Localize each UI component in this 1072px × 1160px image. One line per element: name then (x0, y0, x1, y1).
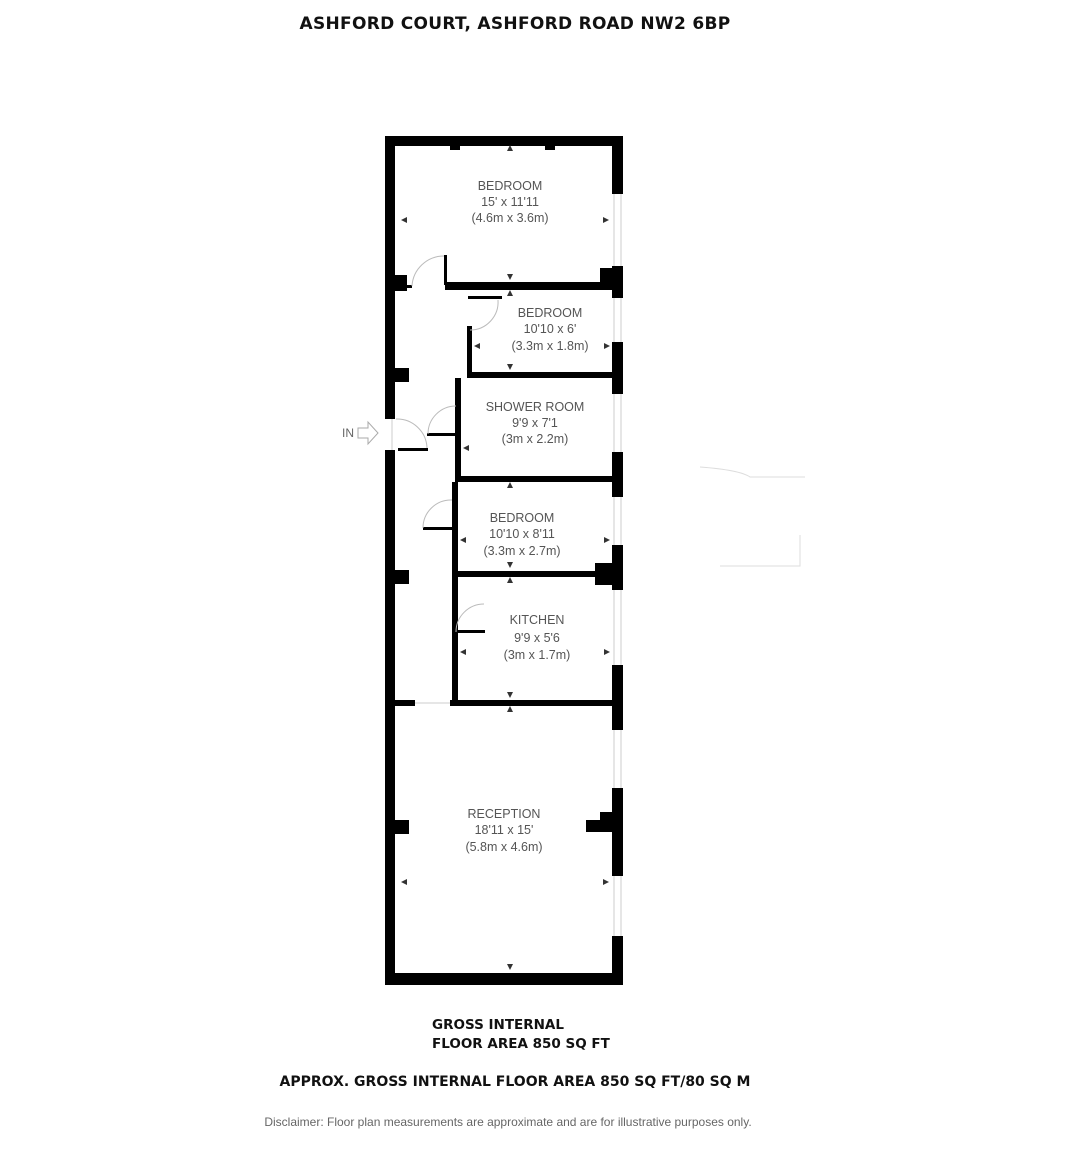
interior-walls (395, 255, 612, 706)
room-shower-room: SHOWER ROOM 9'9 x 7'1 (3m x 2.2m) (486, 400, 585, 446)
room-bedroom-1: BEDROOM 15' x 11'11 (4.6m x 3.6m) (471, 179, 548, 225)
property-address-title: ASHFORD COURT, ASHFORD ROAD NW2 6BP (299, 14, 731, 34)
room-name: SHOWER ROOM (486, 400, 585, 414)
outer-walls (385, 136, 623, 985)
gross-area-line-2: FLOOR AREA 850 SQ FT (432, 1036, 610, 1052)
gross-area-line-1: GROSS INTERNAL (432, 1017, 564, 1033)
room-name: BEDROOM (518, 306, 583, 320)
room-size-imperial: 10'10 x 6' (524, 322, 577, 336)
room-size-metric: (3m x 1.7m) (504, 648, 571, 662)
room-size-imperial: 9'9 x 5'6 (514, 631, 560, 645)
room-name: KITCHEN (510, 613, 565, 627)
room-size-metric: (5.8m x 4.6m) (465, 840, 542, 854)
room-size-imperial: 9'9 x 7'1 (512, 416, 558, 430)
room-reception: RECEPTION 18'11 x 15' (5.8m x 4.6m) (465, 807, 542, 854)
room-bedroom-3: BEDROOM 10'10 x 8'11 (3.3m x 2.7m) (483, 511, 560, 558)
room-name: BEDROOM (478, 179, 543, 193)
entrance-label: IN (342, 426, 354, 440)
disclaimer: Disclaimer: Floor plan measurements are … (264, 1115, 752, 1129)
room-size-imperial: 15' x 11'11 (481, 195, 539, 209)
dimension-markers (401, 145, 610, 970)
room-bedroom-2: BEDROOM 10'10 x 6' (3.3m x 1.8m) (511, 306, 588, 353)
room-kitchen: KITCHEN 9'9 x 5'6 (3m x 1.7m) (504, 613, 571, 662)
room-name: RECEPTION (468, 807, 541, 821)
room-size-metric: (3.3m x 1.8m) (511, 339, 588, 353)
door-swings (395, 255, 499, 633)
room-size-metric: (4.6m x 3.6m) (471, 211, 548, 225)
room-size-imperial: 18'11 x 15' (475, 823, 534, 837)
gross-internal-area: GROSS INTERNAL FLOOR AREA 850 SQ FT (432, 1016, 610, 1054)
approx-floor-area: APPROX. GROSS INTERNAL FLOOR AREA 850 SQ… (279, 1074, 751, 1090)
room-size-metric: (3m x 2.2m) (502, 432, 569, 446)
room-name: BEDROOM (490, 511, 555, 525)
entrance-arrow-icon (357, 420, 379, 446)
room-size-metric: (3.3m x 2.7m) (483, 544, 560, 558)
room-size-imperial: 10'10 x 8'11 (489, 527, 555, 541)
